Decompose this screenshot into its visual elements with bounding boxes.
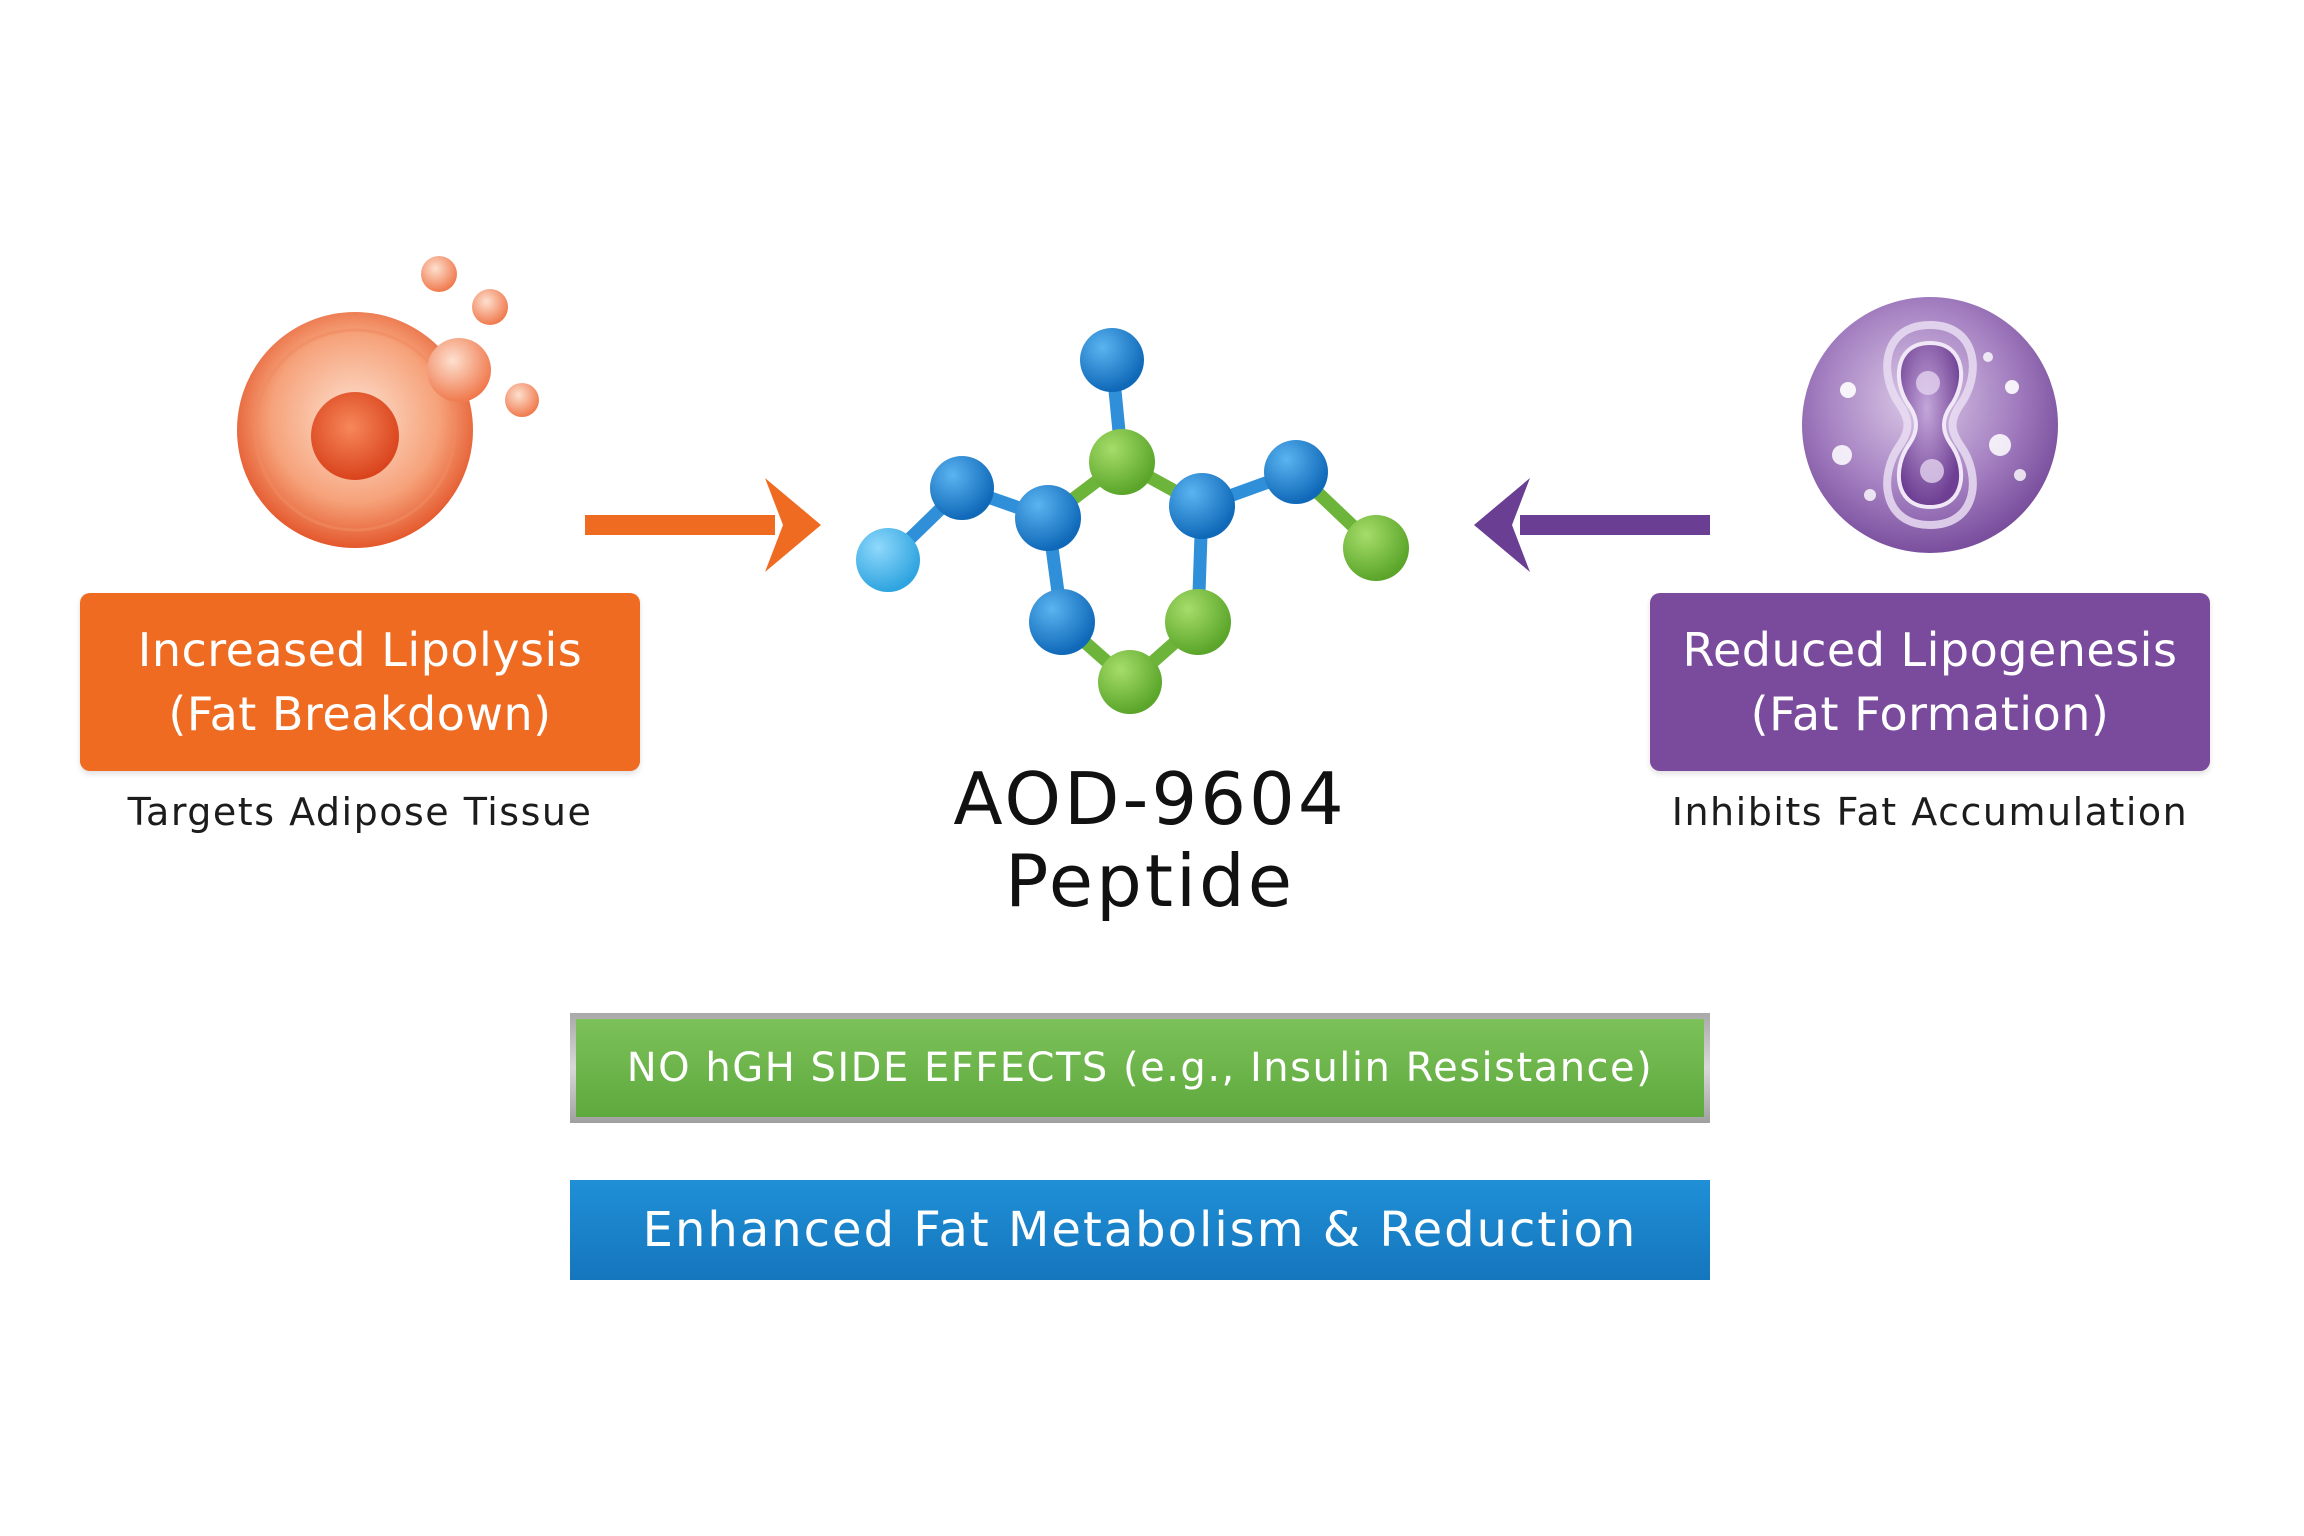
lipogenesis-label-line1: Reduced Lipogenesis	[1682, 623, 2178, 677]
peptide-title: AOD-9604 Peptide	[830, 758, 1470, 922]
no-side-effects-banner: NO hGH SIDE EFFECTS (e.g., Insulin Resis…	[570, 1013, 1710, 1123]
molecule-icon	[856, 328, 1409, 714]
lipogenesis-label: Reduced Lipogenesis (Fat Formation)	[1650, 593, 2210, 771]
dividing-cell-icon	[1802, 297, 2058, 553]
lipolysis-label-line2: (Fat Breakdown)	[168, 687, 552, 741]
peptide-title-line2: Peptide	[1004, 839, 1296, 923]
arrow-right-icon	[585, 478, 821, 572]
lipolysis-label: Increased Lipolysis (Fat Breakdown)	[80, 593, 640, 771]
lipogenesis-label-line2: (Fat Formation)	[1750, 687, 2110, 741]
fat-cell-icon	[237, 256, 539, 548]
fat-metabolism-banner: Enhanced Fat Metabolism & Reduction	[570, 1180, 1710, 1280]
lipogenesis-caption: Inhibits Fat Accumulation	[1671, 790, 2189, 834]
arrow-left-icon	[1474, 478, 1710, 572]
no-side-effects-text: NO hGH SIDE EFFECTS (e.g., Insulin Resis…	[576, 1019, 1704, 1117]
lipolysis-label-line1: Increased Lipolysis	[137, 623, 583, 677]
peptide-title-line1: AOD-9604	[953, 757, 1347, 841]
lipolysis-caption: Targets Adipose Tissue	[127, 790, 593, 834]
